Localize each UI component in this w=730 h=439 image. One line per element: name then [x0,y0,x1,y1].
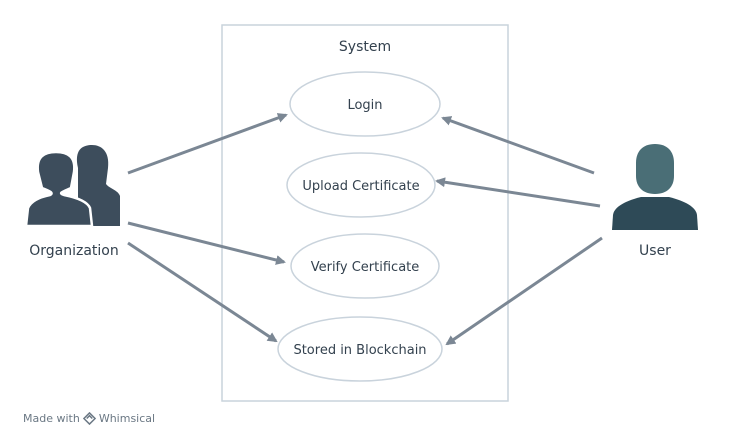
use-case-label: Login [347,98,382,113]
arrow-org-to-verify [127,221,286,265]
arrow-user-to-stored [445,236,603,346]
system-label: System [339,39,391,55]
use-case-verify-certificate[interactable]: Verify Certificate [290,233,440,299]
made-with-footer[interactable]: Made with Whimsical [23,412,155,425]
group-people-icon[interactable] [24,145,120,228]
made-with-text: Made with [23,412,80,425]
whimsical-brand-text: Whimsical [98,412,156,425]
use-case-label: Verify Certificate [311,260,420,275]
use-case-stored-in-blockchain[interactable]: Stored in Blockchain [277,316,443,382]
use-case-upload-certificate[interactable]: Upload Certificate [286,152,436,218]
actor-organization-label: Organization [29,243,119,259]
arrow-org-to-login [127,113,288,175]
arrow-user-to-login [441,116,595,175]
use-case-label: Stored in Blockchain [293,343,426,358]
use-case-label: Upload Certificate [302,179,419,194]
system-boundary[interactable] [221,24,509,402]
arrow-user-to-upload [435,177,601,208]
use-case-login[interactable]: Login [289,71,441,137]
arrow-org-to-stored [127,241,278,343]
person-icon[interactable] [612,144,698,230]
actor-user-label: User [639,243,671,259]
whimsical-logo-icon [82,412,96,425]
